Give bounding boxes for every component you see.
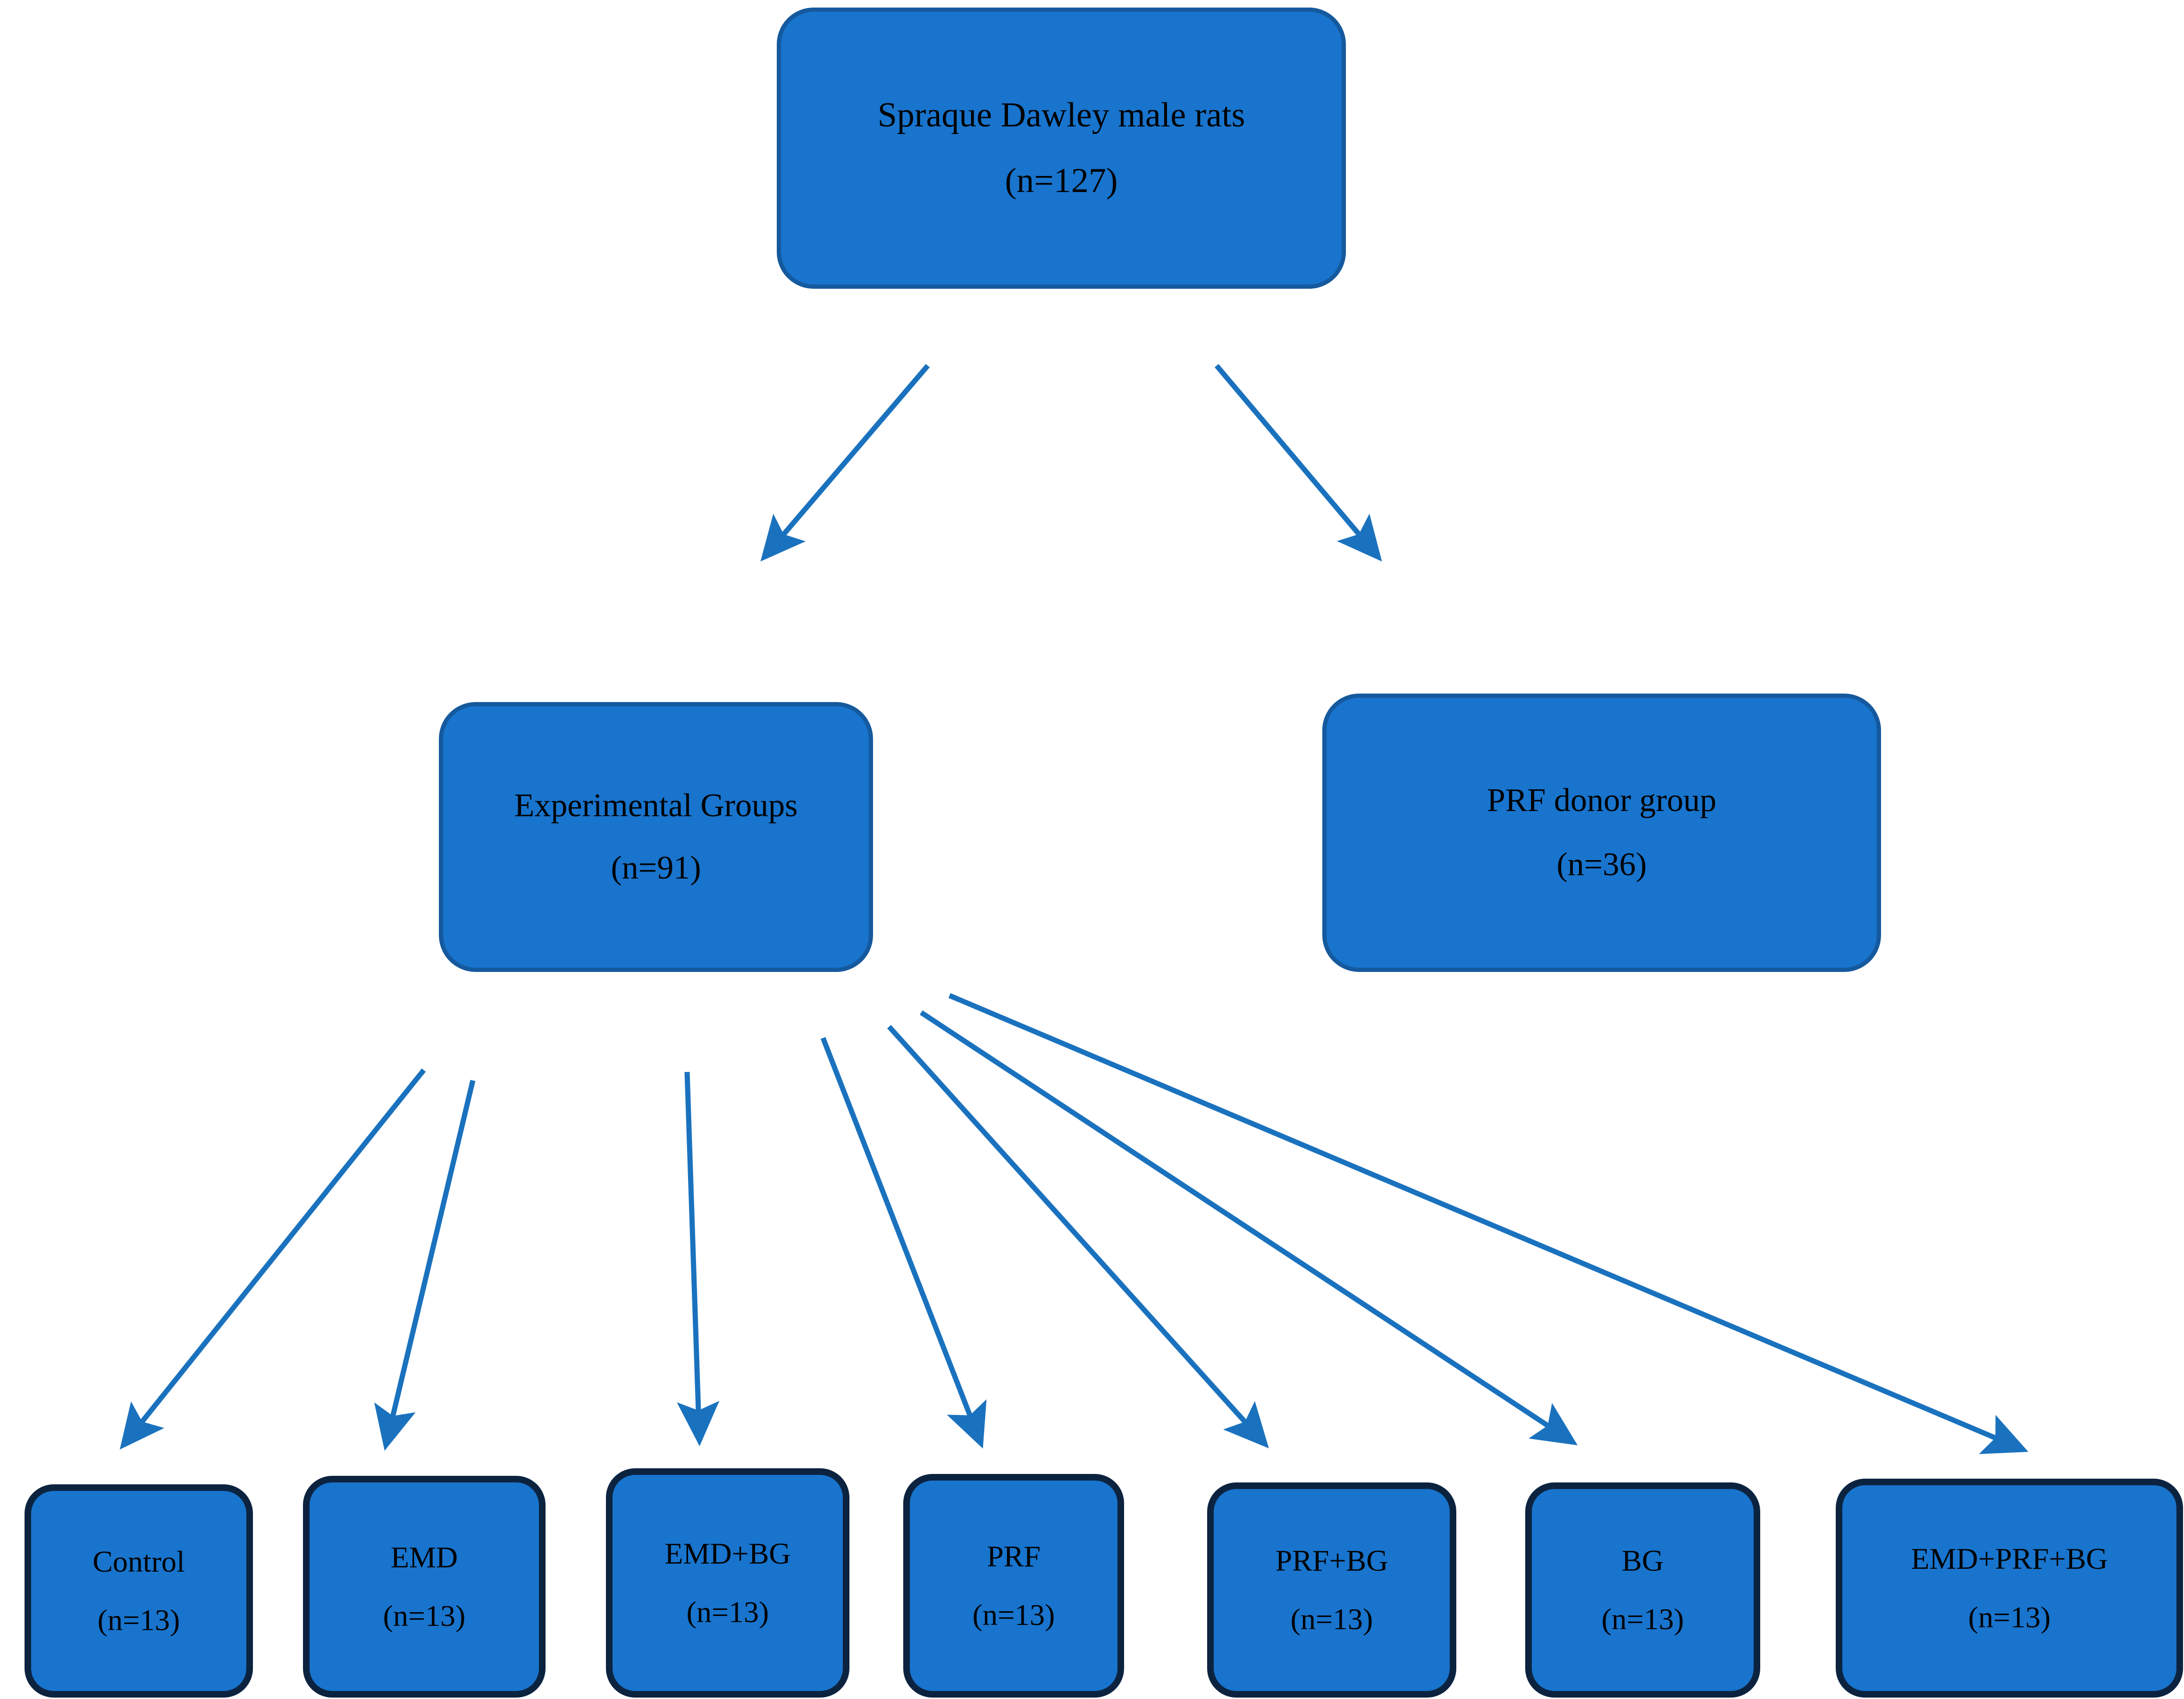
node-group-prf-bg[interactable]: PRF+BG (n=13) (1207, 1482, 1456, 1698)
node-group-emd-count: (n=13) (383, 1599, 466, 1632)
node-group-emd-label: EMD (390, 1540, 458, 1574)
node-group-bg[interactable]: BG (n=13) (1525, 1482, 1760, 1698)
node-group-emd-bg-count: (n=13) (686, 1595, 769, 1629)
node-group-prf-count: (n=13) (972, 1598, 1055, 1632)
node-prf-donor-group-label: PRF donor group (1487, 782, 1717, 819)
edge-experimental-to-bg (919, 1010, 1578, 1446)
node-group-emd-prf-bg[interactable]: EMD+PRF+BG (n=13) (1836, 1479, 2183, 1698)
node-root-sprague-dawley[interactable]: Spraque Dawley male rats (n=127) (777, 8, 1346, 289)
edge-root-to-experimental (760, 364, 930, 562)
edge-experimental-to-control (119, 1068, 426, 1450)
node-experimental-groups[interactable]: Experimental Groups (n=91) (439, 702, 873, 972)
edge-experimental-to-emd (374, 1080, 476, 1451)
node-group-control-label: Control (92, 1545, 185, 1579)
node-experimental-groups-label: Experimental Groups (514, 787, 798, 824)
edge-root-to-prf-donor (1214, 364, 1382, 562)
node-group-emd[interactable]: EMD (n=13) (303, 1476, 546, 1698)
edge-experimental-to-prf-bg (887, 1025, 1269, 1448)
node-prf-donor-group[interactable]: PRF donor group (n=36) (1322, 694, 1881, 972)
node-group-bg-count: (n=13) (1601, 1602, 1684, 1636)
node-root-count: (n=127) (1005, 161, 1118, 200)
edge-experimental-to-emd-bg (677, 1071, 720, 1447)
edge-experimental-to-prf (820, 1037, 987, 1449)
node-group-prf[interactable]: PRF (n=13) (903, 1474, 1124, 1698)
node-group-emd-prf-bg-label: EMD+PRF+BG (1911, 1542, 2108, 1576)
node-experimental-groups-count: (n=91) (611, 850, 701, 886)
node-group-prf-label: PRF (987, 1540, 1041, 1573)
node-group-prf-bg-count: (n=13) (1290, 1602, 1373, 1636)
node-group-bg-label: BG (1621, 1544, 1664, 1578)
node-group-emd-prf-bg-count: (n=13) (1968, 1600, 2051, 1634)
node-group-control[interactable]: Control (n=13) (25, 1484, 253, 1698)
node-group-emd-bg[interactable]: EMD+BG (n=13) (606, 1468, 849, 1698)
node-group-prf-bg-label: PRF+BG (1275, 1544, 1388, 1578)
node-prf-donor-group-count: (n=36) (1556, 846, 1647, 883)
node-group-emd-bg-label: EMD+BG (664, 1537, 791, 1571)
edge-experimental-to-emd-prf-bg (948, 993, 2029, 1454)
node-root-label: Spraque Dawley male rats (877, 96, 1245, 135)
node-group-control-count: (n=13) (97, 1603, 180, 1637)
